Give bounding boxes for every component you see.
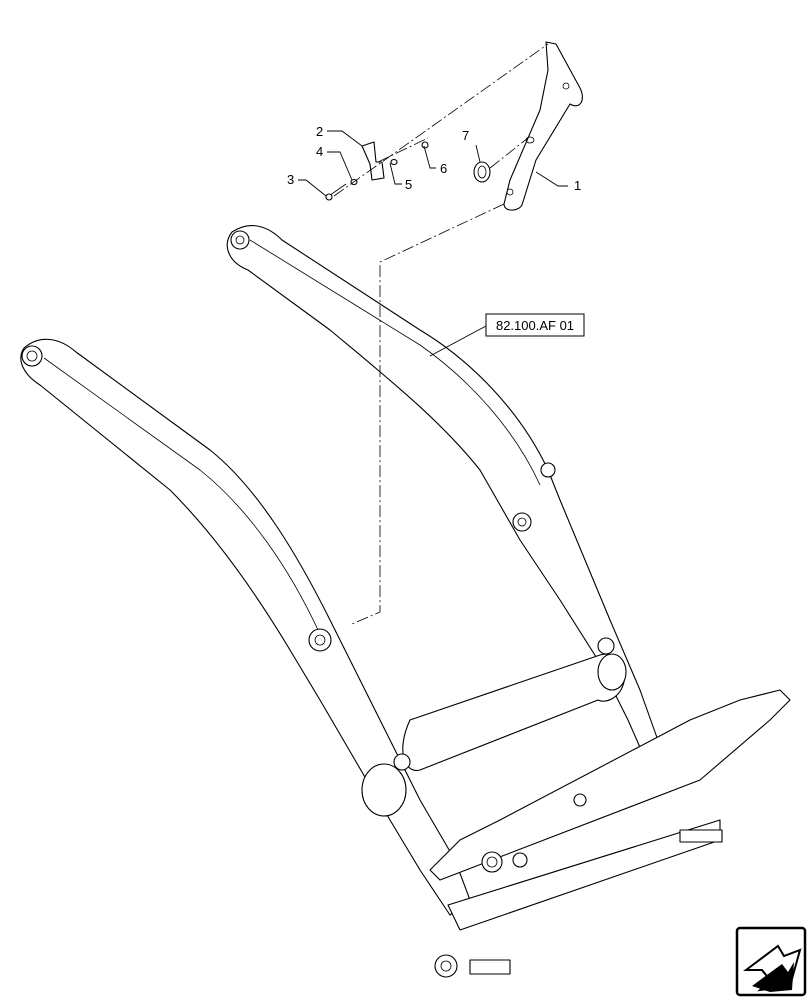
- pivot-boss: [512, 852, 528, 868]
- reference-box[interactable]: 82.100.AF 01: [485, 313, 585, 337]
- callout-labels: 1 2 3 4 5 6 7: [287, 124, 581, 193]
- leader-lines: [298, 130, 568, 357]
- pivot-boss: [21, 345, 43, 367]
- left-arm: [20, 338, 471, 916]
- assembly-lines: [333, 43, 549, 625]
- next-page-arrow-icon[interactable]: [735, 926, 807, 997]
- pivot-boss: [512, 512, 532, 532]
- part-3-bolt: [325, 183, 347, 201]
- pivot-boss: [481, 851, 503, 873]
- pivot-boss: [308, 628, 332, 652]
- part-7-bushing: [473, 161, 491, 183]
- exploded-parts: [325, 41, 583, 211]
- cross-tube: [402, 653, 626, 771]
- reference-label: 82.100.AF 01: [496, 318, 574, 333]
- cross-tube-end-left: [361, 763, 407, 817]
- callout-4: 4: [316, 144, 323, 159]
- attachment-carrier: [429, 689, 791, 881]
- pivot-boss: [573, 793, 587, 807]
- part-5-washer: [390, 158, 398, 166]
- callout-7: 7: [462, 128, 469, 143]
- cross-tube-end-right: [597, 653, 627, 691]
- callout-2: 2: [316, 124, 323, 139]
- pivot-boss: [540, 462, 556, 478]
- callout-5: 5: [405, 177, 412, 192]
- pivot-boss: [597, 637, 615, 655]
- pivot-boss: [393, 753, 411, 771]
- callout-3: 3: [287, 172, 294, 187]
- pivot-boss: [230, 230, 250, 250]
- callout-6: 6: [440, 161, 447, 176]
- part-6-nut: [421, 141, 429, 149]
- part-2-bracket: [361, 141, 385, 181]
- pivot-boss: [434, 954, 458, 978]
- right-arm: [226, 225, 666, 771]
- loader-frame: [20, 225, 791, 978]
- callout-1: 1: [574, 178, 581, 193]
